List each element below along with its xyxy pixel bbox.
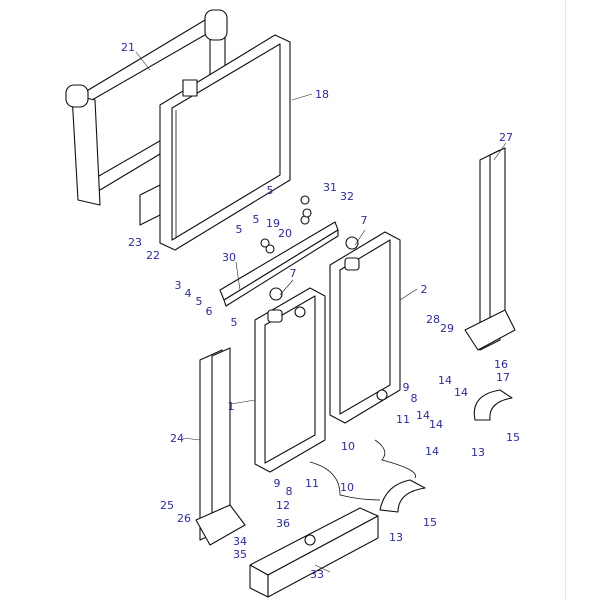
callout-7: 7 xyxy=(290,267,297,280)
part-24-stay xyxy=(195,347,246,546)
callout-30: 30 xyxy=(222,251,236,264)
callout-12: 12 xyxy=(276,499,290,512)
callout-15: 15 xyxy=(506,431,520,444)
callout-13: 13 xyxy=(389,531,403,544)
callout-5: 5 xyxy=(267,184,274,197)
callout-35: 35 xyxy=(233,548,247,561)
callout-2: 2 xyxy=(421,283,428,296)
callout-1: 1 xyxy=(228,400,235,413)
callout-14: 14 xyxy=(438,374,452,387)
callout-9: 9 xyxy=(403,381,410,394)
callout-5: 5 xyxy=(236,223,243,236)
part-21-aftercooler xyxy=(65,9,228,226)
callout-11: 11 xyxy=(305,477,319,490)
callout-14: 14 xyxy=(416,409,430,422)
callout-10: 10 xyxy=(340,481,354,494)
callout-23: 23 xyxy=(128,236,142,249)
callout-26: 26 xyxy=(177,512,191,525)
callout-15: 15 xyxy=(423,516,437,529)
callout-3: 3 xyxy=(175,279,182,292)
callout-20: 20 xyxy=(278,227,292,240)
callout-28: 28 xyxy=(426,313,440,326)
callout-24: 24 xyxy=(170,432,184,445)
callout-7: 7 xyxy=(361,214,368,227)
callout-14: 14 xyxy=(425,445,439,458)
callout-8: 8 xyxy=(286,485,293,498)
page-edge xyxy=(565,0,566,600)
callout-6: 6 xyxy=(206,305,213,318)
callout-36: 36 xyxy=(276,517,290,530)
callout-9: 9 xyxy=(274,477,281,490)
callout-32: 32 xyxy=(340,190,354,203)
callout-10: 10 xyxy=(341,440,355,453)
callout-27: 27 xyxy=(499,131,513,144)
callout-8: 8 xyxy=(411,392,418,405)
part-1-radiator xyxy=(254,287,326,473)
callout-5: 5 xyxy=(231,316,238,329)
callout-11: 11 xyxy=(396,413,410,426)
callout-25: 25 xyxy=(160,499,174,512)
callout-5: 5 xyxy=(253,213,260,226)
callout-22: 22 xyxy=(146,249,160,262)
part-27-stay xyxy=(464,147,516,351)
part-18-radiator-core xyxy=(159,34,291,251)
callout-16: 16 xyxy=(494,358,508,371)
callout-14: 14 xyxy=(429,418,443,431)
callout-31: 31 xyxy=(323,181,337,194)
callout-29: 29 xyxy=(440,322,454,335)
leader-lines xyxy=(135,51,507,573)
callout-5: 5 xyxy=(196,295,203,308)
hoses xyxy=(309,389,513,513)
part-33-cover xyxy=(249,507,379,598)
callout-17: 17 xyxy=(496,371,510,384)
callout-4: 4 xyxy=(185,287,192,300)
part-2-radiator xyxy=(329,231,401,424)
callout-labels: 21 18 27 5 31 32 5 19 20 7 5 23 22 30 3 … xyxy=(121,41,520,581)
callout-21: 21 xyxy=(121,41,135,54)
callout-34: 34 xyxy=(233,535,247,548)
callout-13: 13 xyxy=(471,446,485,459)
callout-14: 14 xyxy=(454,386,468,399)
callout-18: 18 xyxy=(315,88,329,101)
callout-19: 19 xyxy=(266,217,280,230)
callout-33: 33 xyxy=(310,568,324,581)
part-30-bracket xyxy=(219,195,339,307)
